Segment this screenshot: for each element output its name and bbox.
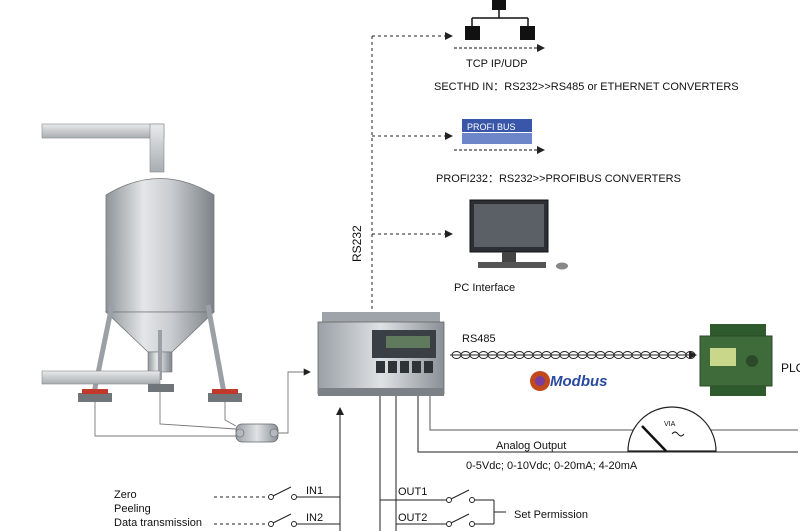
input-wiring <box>214 407 344 531</box>
profibus-logo-text: PROFI BUS <box>467 122 516 132</box>
analog-meter-icon: VIA <box>627 406 717 452</box>
out2-label: OUT2 <box>398 512 427 524</box>
out1-label: OUT1 <box>398 486 427 498</box>
input-label-zero: Zero <box>114 489 137 501</box>
analog-output-wiring <box>417 396 798 453</box>
rs485-label: RS485 <box>462 333 496 345</box>
set-permission-label: Set Permission <box>514 509 588 521</box>
rs232-bus <box>371 32 453 310</box>
analog-ranges: 0-5Vdc; 0-10Vdc; 0-20mA; 4-20mA <box>466 460 638 472</box>
load-cell-wiring <box>94 368 311 437</box>
in1-label: IN1 <box>306 485 323 497</box>
input-label-data-transmission: Data transmission <box>114 517 202 529</box>
meter-label: VIA <box>664 421 676 428</box>
modbus-logo-icon <box>530 371 550 391</box>
analog-output-label: Analog Output <box>496 440 566 452</box>
modbus-label: Modbus <box>550 373 608 390</box>
tcp-label: TCP IP/UDP <box>466 58 528 70</box>
in2-label: IN2 <box>306 512 323 524</box>
weight-controller <box>317 312 445 396</box>
silo <box>41 123 242 402</box>
plc-label: PLC <box>781 361 800 375</box>
input-label-peeling: Peeling <box>114 503 151 515</box>
plc-device-icon <box>699 324 773 396</box>
sectmd-label: SECTHD IN：RS232>>RS485 or ETHERNET CONVE… <box>434 81 739 93</box>
profibus-logo: PROFI BUS <box>454 119 545 154</box>
pc-monitor-icon <box>469 199 568 270</box>
rs232-label: RS232 <box>350 225 364 262</box>
profi232-label: PROFI232：RS232>>PROFIBUS CONVERTERS <box>436 173 681 185</box>
output-wiring <box>379 396 506 531</box>
network-switch-icon <box>454 0 545 52</box>
junction-box <box>235 423 279 443</box>
pc-label: PC Interface <box>454 282 515 294</box>
